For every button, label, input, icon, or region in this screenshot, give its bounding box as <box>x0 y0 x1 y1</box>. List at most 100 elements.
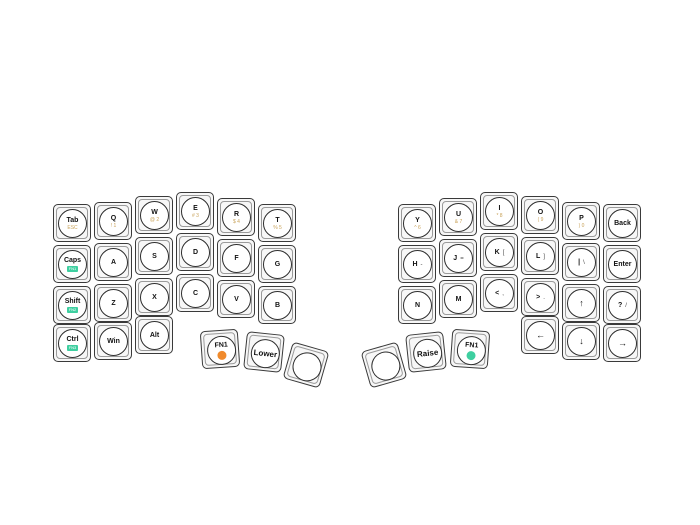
key-label: ↑ <box>579 298 584 308</box>
indicator-dot-icon <box>217 350 227 360</box>
key-raise[interactable]: Raise <box>405 331 447 373</box>
key-enter[interactable]: Enter <box>603 245 641 283</box>
key-v[interactable]: V <box>217 280 255 318</box>
key-label: Lower <box>253 347 278 359</box>
key-blank[interactable] <box>360 341 408 389</box>
key-e[interactable]: E# 3 <box>176 192 214 230</box>
key-label: A <box>110 258 117 266</box>
key-blank[interactable] <box>282 341 330 389</box>
key-z[interactable]: Z <box>94 284 132 322</box>
key-symbol[interactable]: |\ <box>562 243 600 281</box>
key-alt[interactable]: Alt <box>135 316 173 354</box>
key-n[interactable]: N <box>398 286 436 324</box>
keycap: J= <box>444 244 473 273</box>
key-label: G <box>274 260 281 268</box>
key-i[interactable]: I* 8 <box>480 192 518 230</box>
key-label: X <box>152 293 157 301</box>
key-h[interactable]: H- <box>398 245 436 283</box>
key-label: W <box>151 208 158 216</box>
key-symbol[interactable]: ← <box>521 316 559 354</box>
key-lower[interactable]: Lower <box>243 331 285 373</box>
keycap: Q! 1 <box>99 207 128 236</box>
key-label: H <box>412 261 418 268</box>
keycap: L] <box>526 242 555 271</box>
key-label: < <box>495 290 500 297</box>
key-layer-label: ( 9 <box>537 216 544 223</box>
key-legend-pair: ?/ <box>618 302 627 309</box>
key-t[interactable]: T% 5 <box>258 204 296 242</box>
keycap: ↑ <box>567 289 596 318</box>
key-symbol[interactable]: → <box>603 324 641 362</box>
key-label: | <box>578 259 581 266</box>
layer-badge: FN1 <box>66 266 79 272</box>
key-label: Shift <box>64 298 81 305</box>
key-fn1[interactable]: FN1 <box>449 328 491 370</box>
key-q[interactable]: Q! 1 <box>94 202 132 240</box>
keycap: ?/ <box>608 291 637 320</box>
key-label: > <box>536 294 541 301</box>
key-d[interactable]: D <box>176 233 214 271</box>
key-y[interactable]: Y^ 6 <box>398 204 436 242</box>
key-u[interactable]: U& 7 <box>439 198 477 236</box>
keycap <box>289 348 325 385</box>
key-label: Ctrl <box>66 336 79 343</box>
key-label: Raise <box>416 347 439 359</box>
key-l[interactable]: L] <box>521 237 559 275</box>
keycap: E# 3 <box>181 197 210 226</box>
key-p[interactable]: P) 0 <box>562 202 600 240</box>
key-shift-label: / <box>625 302 627 309</box>
key-fn1[interactable]: FN1 <box>199 328 241 370</box>
key-symbol[interactable]: <, <box>480 274 518 312</box>
key-k[interactable]: K[ <box>480 233 518 271</box>
keycap: P) 0 <box>567 207 596 236</box>
key-o[interactable]: O( 9 <box>521 196 559 234</box>
key-label: O <box>537 208 544 216</box>
key-a[interactable]: A <box>94 243 132 281</box>
key-b[interactable]: B <box>258 286 296 324</box>
key-symbol[interactable]: ↑ <box>562 284 600 322</box>
key-shift-label: [ <box>502 249 505 256</box>
key-j[interactable]: J= <box>439 239 477 277</box>
key-label: Tab <box>66 216 79 224</box>
key-legend-pair: H- <box>412 261 422 268</box>
key-s[interactable]: S <box>135 237 173 275</box>
key-shift-label: . <box>543 294 545 301</box>
key-back[interactable]: Back <box>603 204 641 242</box>
key-label: Z <box>111 299 116 307</box>
key-c[interactable]: C <box>176 274 214 312</box>
key-win[interactable]: Win <box>94 322 132 360</box>
key-label: M <box>455 295 462 303</box>
key-label: N <box>414 301 421 309</box>
key-layer-label: ! 1 <box>110 222 117 229</box>
key-r[interactable]: R$ 4 <box>217 198 255 236</box>
key-label: R <box>233 210 240 218</box>
key-g[interactable]: G <box>258 245 296 283</box>
keycap: ← <box>526 321 555 350</box>
key-symbol[interactable]: ?/ <box>603 286 641 324</box>
keycap: |\ <box>567 248 596 277</box>
key-symbol[interactable]: >. <box>521 278 559 316</box>
key-layer-label: * 8 <box>496 212 503 219</box>
key-m[interactable]: M <box>439 280 477 318</box>
key-label: B <box>274 301 281 309</box>
key-x[interactable]: X <box>135 278 173 316</box>
key-symbol[interactable]: ↓ <box>562 322 600 360</box>
key-label: D <box>192 248 199 256</box>
layer-badge: FN2 <box>66 307 79 313</box>
key-f[interactable]: F <box>217 239 255 277</box>
keycap: T% 5 <box>263 209 292 238</box>
keycap: → <box>608 329 637 358</box>
keycap: B <box>263 291 292 320</box>
key-legend-pair: L] <box>536 253 545 260</box>
key-label: FN1 <box>214 340 229 349</box>
key-w[interactable]: W@ 2 <box>135 196 173 234</box>
key-layer-label: % 5 <box>273 224 282 231</box>
